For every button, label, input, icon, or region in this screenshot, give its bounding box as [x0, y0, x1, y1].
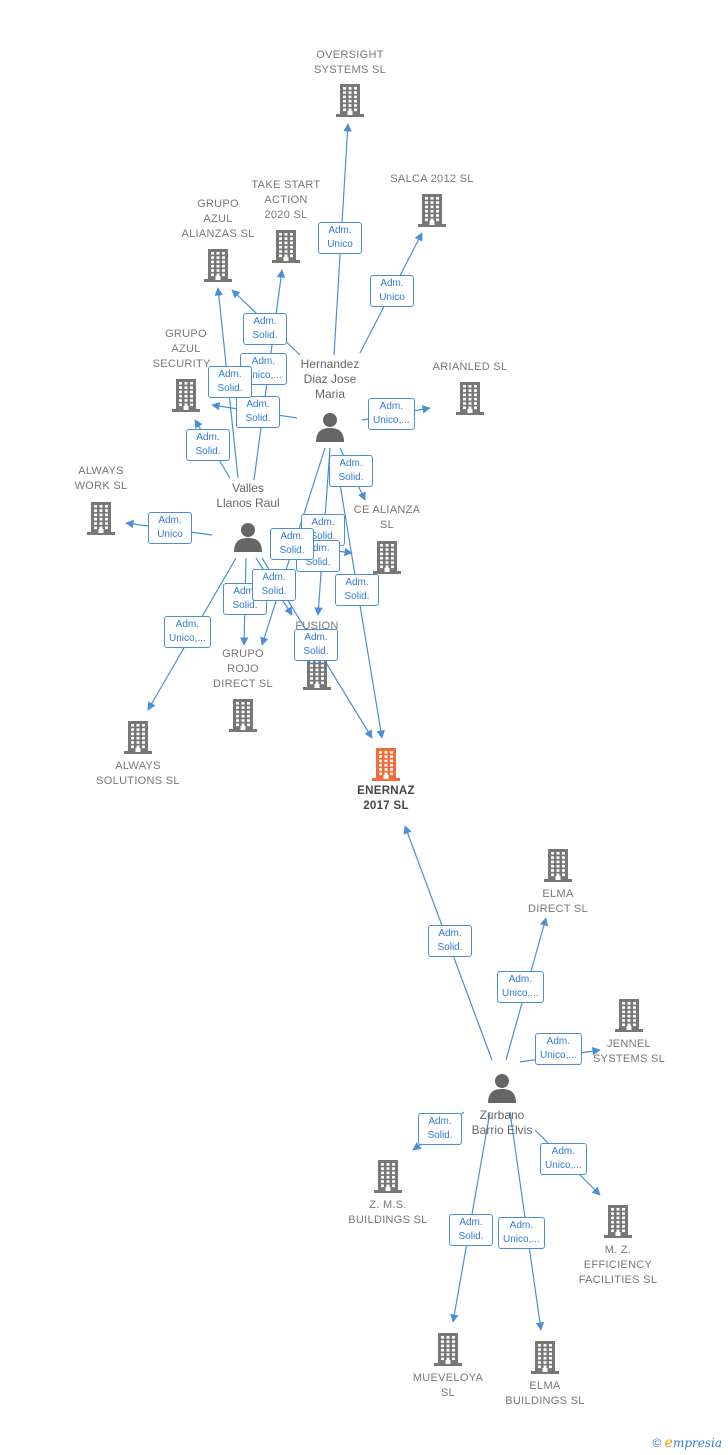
person-icon	[484, 1070, 520, 1106]
node-label: ALWAYS WORK SL	[74, 465, 128, 492]
node-label: MUEVELOYA SL	[412, 1372, 484, 1399]
building-icon	[452, 380, 488, 416]
edge-label-hernandez-salca[interactable]: Adm. Unico	[370, 275, 414, 307]
edge-label-zurbano-jennel[interactable]: Adm. Unico,...	[535, 1033, 582, 1065]
building-icon	[368, 746, 404, 782]
edge-label-zurbano-mueveloya[interactable]: Adm. Solid.	[449, 1214, 493, 1246]
edge-label-valles-azulsecurity[interactable]: Adm. Solid.	[186, 429, 230, 461]
edge-label-valles-cealianza[interactable]: Adm. Solid.	[270, 528, 314, 560]
node-label: GRUPO AZUL SECURITY...	[152, 328, 220, 370]
edge-label-hernandez-cealianza[interactable]: Adm. Solid.	[329, 455, 373, 487]
edge-label-hernandez-grupoazul[interactable]: Adm. Solid.	[243, 313, 287, 345]
edge-label-valles-enernaz[interactable]: Adm. Solid.	[294, 629, 338, 661]
node-label: ALWAYS SOLUTIONS SL	[96, 760, 180, 787]
node-label: Zurbano Barrio Elvis	[471, 1108, 533, 1137]
brand-initial: e	[664, 1435, 673, 1451]
node-label: Z. M.S. BUILDINGS SL	[348, 1199, 428, 1226]
person-icon	[230, 519, 266, 555]
building-icon	[268, 228, 304, 264]
node-label: Hernandez Diaz Jose Maria	[300, 357, 360, 401]
edge-label-zurbano-enernaz[interactable]: Adm. Solid.	[428, 925, 472, 957]
building-icon	[414, 192, 450, 228]
node-label: GRUPO ROJO DIRECT SL	[213, 648, 273, 690]
edge-label-valles-grupoazul[interactable]: Adm. Solid.	[208, 366, 252, 398]
edge-label-hernandez-arianled[interactable]: Adm. Unico,...	[368, 398, 415, 430]
node-label: Valles Llanos Raul	[216, 481, 280, 510]
building-icon	[120, 719, 156, 755]
copyright-symbol: ©	[652, 1436, 662, 1450]
building-icon	[225, 697, 261, 733]
node-label: SALCA 2012 SL	[390, 173, 474, 185]
edge-label-zurbano-mz[interactable]: Adm. Unico,...	[540, 1143, 587, 1175]
person-icon	[312, 409, 348, 445]
node-label: ELMA DIRECT SL	[528, 888, 588, 915]
node-label: ENERNAZ 2017 SL	[357, 785, 415, 812]
edge-label-zurbano-elmadirect[interactable]: Adm. Unico,...	[497, 971, 544, 1003]
node-label: M. Z. EFFICIENCY FACILITIES SL	[578, 1244, 658, 1286]
building-icon	[611, 997, 647, 1033]
node-label: JENNEL SYSTEMS SL	[592, 1038, 666, 1065]
node-label: TAKE START ACTION 2020 SL	[251, 179, 321, 221]
edge-label-valles-alwayswork[interactable]: Adm. Unico	[148, 512, 192, 544]
edge-label-valles-fusion[interactable]: Adm. Solid.	[252, 569, 296, 601]
edge-label-valles-alwayssol[interactable]: Adm. Unico,...	[164, 616, 211, 648]
brand-footer[interactable]: © empresia	[652, 1435, 722, 1451]
node-label: GRUPO AZUL ALIANZAS SL	[181, 198, 255, 240]
building-icon	[332, 82, 368, 118]
building-icon	[200, 247, 236, 283]
edge-label-hernandez-enernaz[interactable]: Adm. Solid.	[335, 574, 379, 606]
edge-label-zurbano-elmabuild[interactable]: Adm. Unico,...	[498, 1217, 545, 1249]
building-icon	[540, 847, 576, 883]
building-icon	[369, 539, 405, 575]
node-label: CE ALIANZA SL	[353, 504, 421, 531]
building-icon	[600, 1203, 636, 1239]
building-icon	[370, 1158, 406, 1194]
edge-label-hernandez-azulsecurity[interactable]: Adm. Solid.	[236, 396, 280, 428]
node-label: ELMA BUILDINGS SL	[505, 1380, 585, 1407]
building-icon	[83, 500, 119, 536]
building-icon	[168, 377, 204, 413]
node-label: ARIANLED SL	[432, 361, 508, 373]
node-label: OVERSIGHT SYSTEMS SL	[313, 49, 387, 76]
edge-label-zurbano-zms[interactable]: Adm. Solid.	[418, 1113, 462, 1145]
building-icon	[430, 1331, 466, 1367]
brand-rest: mpresia	[672, 1436, 722, 1450]
building-icon	[527, 1339, 563, 1375]
edge-label-hernandez-oversight[interactable]: Adm. Unico	[318, 222, 362, 254]
building-icon	[299, 655, 335, 691]
